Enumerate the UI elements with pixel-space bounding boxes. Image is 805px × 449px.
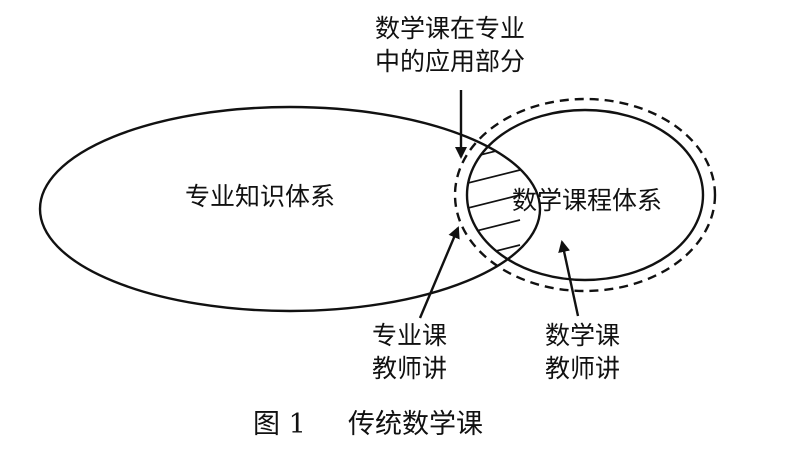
bottom-left-label-line1: 专业课 <box>372 321 447 350</box>
math-course-ellipse <box>465 108 705 282</box>
bottom-left-pointer-arrow <box>418 226 460 319</box>
top-label-line2: 中的应用部分 <box>375 47 525 76</box>
bottom-right-pointer-arrow <box>558 240 580 317</box>
caption-title: 传统数学课 <box>348 409 483 440</box>
top-label-line1: 数学课在专业 <box>375 14 525 43</box>
bottom-right-label-line2: 教师讲 <box>545 354 620 383</box>
caption-number: 图 1 <box>253 409 306 440</box>
bottom-left-label-line2: 教师讲 <box>372 354 447 383</box>
right-region-label: 数学课程体系 <box>512 186 662 215</box>
professional-knowledge-ellipse <box>38 105 542 313</box>
math-course-dashed-outline <box>453 97 717 293</box>
bottom-right-label-line1: 数学课 <box>545 321 620 350</box>
left-region-label: 专业知识体系 <box>185 182 335 211</box>
